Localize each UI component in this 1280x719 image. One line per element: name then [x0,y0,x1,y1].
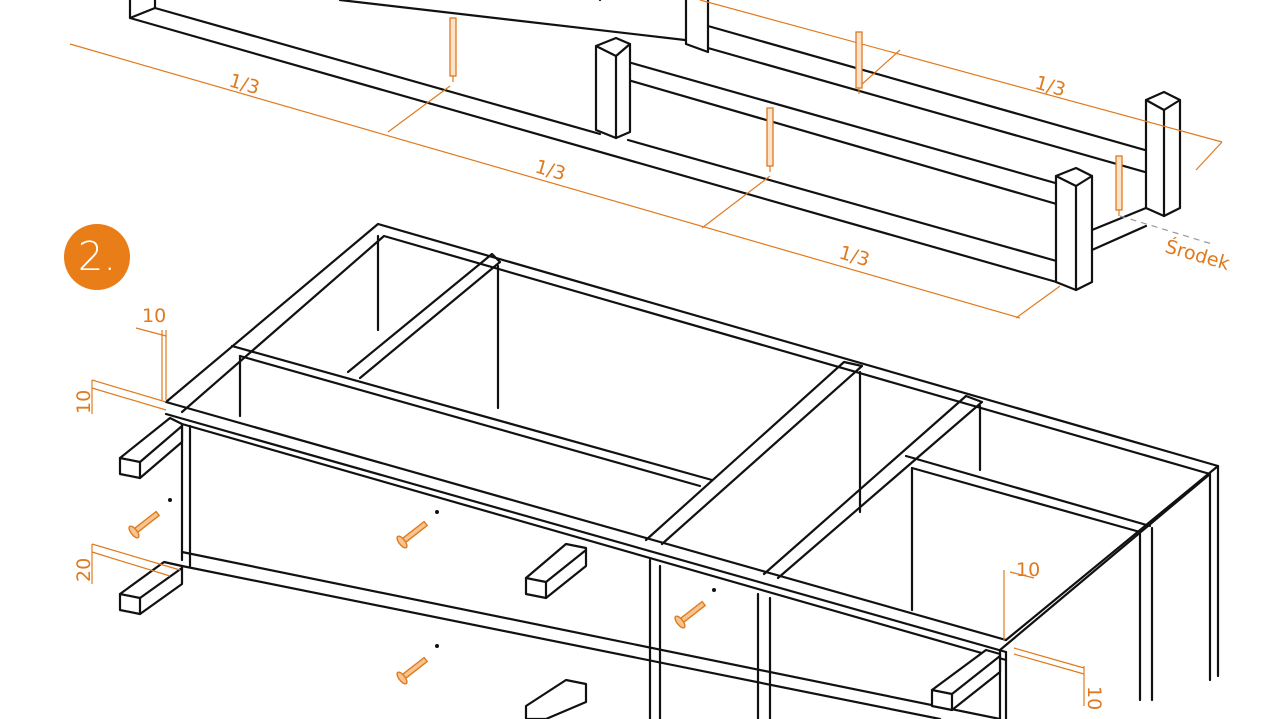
drill-bit-icon [766,107,774,172]
step-number: 2. [77,234,117,280]
top-frame [128,0,1182,292]
drill-bit-icon [1115,155,1123,216]
dim-left-leg: 20 [73,558,95,582]
bottom-dimensions: 10 10 20 10 10 [73,305,1105,710]
dim-top-left-vertical: 10 [73,390,95,414]
dim-right-top: 10 [1016,559,1040,581]
drill-bit-icon [855,31,863,94]
third-label-2: 1/3 [533,156,568,186]
screw-icon [396,520,429,549]
step-number-badge: 2. [64,224,130,290]
screw-icon [674,600,707,629]
dim-top-left-horizontal: 10 [142,305,166,327]
dim-right-side: 10 [1083,686,1105,710]
third-label-1: 1/3 [227,70,262,100]
drill-bit-icon [449,17,457,82]
screw-icon [128,510,161,539]
screw-icon [396,656,429,685]
third-label-right: 1/3 [1033,72,1068,102]
bottom-frame [118,222,1220,719]
